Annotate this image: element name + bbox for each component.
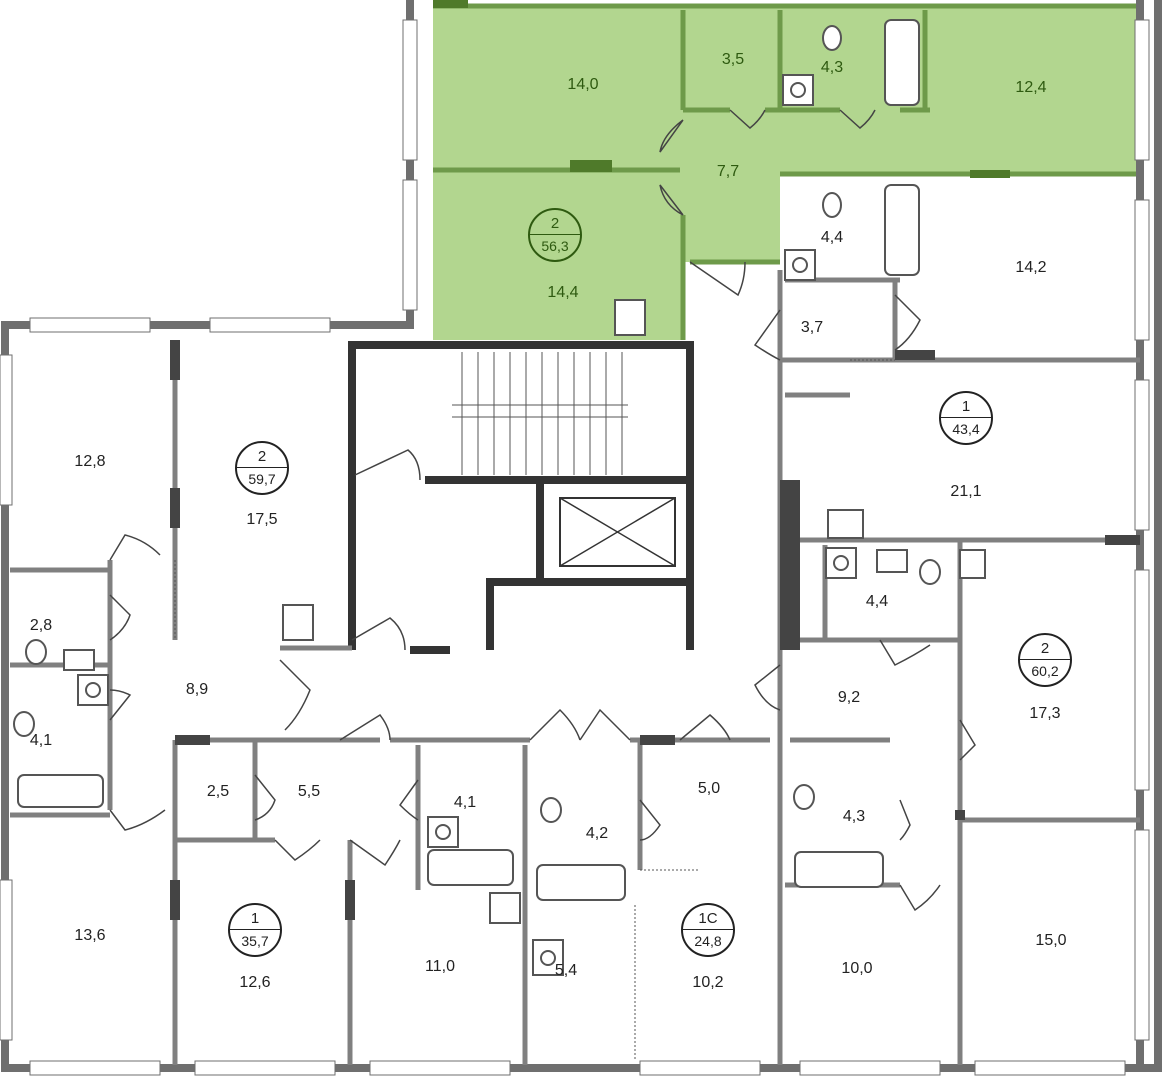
- unit-rooms: 1С: [683, 905, 733, 930]
- room-area: 5,0: [697, 780, 721, 797]
- room-area: 3,5: [721, 51, 745, 68]
- unit-rooms: 1: [941, 393, 991, 418]
- room-area: 17,3: [1029, 705, 1061, 722]
- room-area: 8,9: [185, 681, 209, 698]
- highlighted-unit-fill[interactable]: [433, 8, 1140, 340]
- room-area: 4,3: [820, 59, 844, 76]
- room-area: 12,8: [74, 453, 106, 470]
- room-area: 12,4: [1015, 79, 1047, 96]
- unit-rooms: 2: [530, 210, 580, 235]
- unit-area: 24,8: [694, 933, 722, 949]
- room-area: 10,0: [841, 960, 873, 977]
- unit-area: 59,7: [248, 471, 276, 487]
- room-area: 7,7: [716, 163, 740, 180]
- unit-rooms: 2: [1020, 635, 1070, 660]
- unit-area: 35,7: [241, 933, 269, 949]
- room-area: 5,4: [554, 962, 578, 979]
- room-area: 4,1: [453, 794, 477, 811]
- room-area: 11,0: [425, 958, 455, 975]
- room-area: 4,4: [820, 229, 844, 246]
- room-area: 3,7: [800, 319, 824, 336]
- room-area: 4,1: [29, 732, 53, 749]
- room-area: 13,6: [74, 927, 106, 944]
- room-area: 14,0: [567, 76, 599, 93]
- room-area: 2,8: [29, 617, 53, 634]
- room-area: 2,5: [206, 783, 230, 800]
- room-area: 4,2: [585, 825, 609, 842]
- room-area: 14,4: [547, 284, 579, 301]
- unit-rooms: 1: [230, 905, 280, 930]
- unit-area: 60,2: [1031, 663, 1059, 679]
- room-area: 4,3: [842, 808, 866, 825]
- unit-area: 56,3: [541, 238, 569, 254]
- room-area: 5,5: [297, 783, 321, 800]
- room-area: 17,5: [246, 511, 278, 528]
- room-area: 4,4: [865, 593, 889, 610]
- unit-badge[interactable]: 1С 24,8: [681, 903, 735, 957]
- room-area: 15,0: [1035, 932, 1067, 949]
- room-area: 9,2: [837, 689, 861, 706]
- room-area: 10,2: [692, 974, 724, 991]
- room-area: 21,1: [950, 483, 982, 500]
- room-area: 14,2: [1015, 259, 1047, 276]
- unit-rooms: 2: [237, 443, 287, 468]
- room-area: 12,6: [239, 974, 271, 991]
- unit-area: 43,4: [952, 421, 980, 437]
